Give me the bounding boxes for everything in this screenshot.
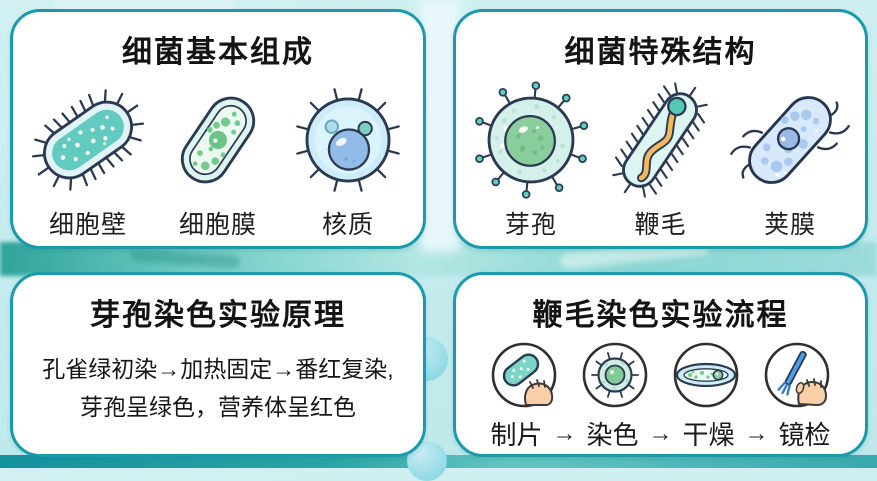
illustration-row	[13, 73, 423, 207]
flagellum-icon	[596, 74, 724, 206]
item-label: 荚膜	[764, 211, 817, 239]
step-label: 镜检	[778, 420, 831, 450]
step-arrow: →	[648, 419, 673, 447]
step-label: 干燥	[682, 420, 735, 450]
card-title: 细菌特殊结构	[564, 36, 757, 69]
item-label: 核质	[321, 211, 374, 239]
card-title: 鞭毛染色实验流程	[532, 299, 789, 332]
microscopy-icon	[764, 342, 830, 408]
card-title: 细菌基本组成	[122, 36, 314, 69]
process-steps-icons	[456, 340, 865, 410]
background-blurred-bacterium-decoration	[129, 248, 241, 269]
cell-membrane-bacterium-icon	[154, 74, 282, 206]
label-row: 细胞壁 细胞膜 核质	[13, 205, 423, 241]
step-label: 制片	[490, 420, 543, 450]
staining-icon	[582, 342, 648, 408]
spore-icon	[467, 74, 595, 206]
cell-wall-bacterium-icon	[24, 74, 152, 206]
item-label: 鞭毛	[634, 211, 687, 239]
card-basic-composition: 细菌基本组成	[10, 9, 426, 249]
process-steps-labels: 制片 → 染色 → 干燥 → 镜检	[456, 415, 865, 452]
step-label: 染色	[586, 420, 639, 450]
item-label: 细胞壁	[48, 211, 127, 239]
step-arrow: →	[552, 419, 577, 447]
label-row: 芽孢 鞭毛 荚膜	[456, 205, 865, 241]
principle-line-2: 芽孢呈绿色，营养体呈红色	[80, 394, 356, 420]
principle-body-text: 孔雀绿初染→加热固定→番红复染, 芽孢呈绿色，营养体呈红色	[13, 350, 423, 426]
item-label: 细胞膜	[178, 211, 257, 239]
capsule-bacterium-icon	[726, 74, 854, 206]
principle-line-1: 孔雀绿初染→加热固定→番红复染,	[42, 356, 394, 382]
nucleoid-cell-icon	[284, 74, 412, 206]
card-flagellum-staining-process: 鞭毛染色实验流程	[453, 272, 868, 457]
card-title: 芽孢染色实验原理	[90, 299, 346, 332]
card-spore-staining-principle: 芽孢染色实验原理 孔雀绿初染→加热固定→番红复染, 芽孢呈绿色，营养体呈红色	[10, 272, 426, 457]
card-special-structures: 细菌特殊结构	[453, 9, 868, 249]
step-arrow: →	[744, 419, 769, 447]
slide-preparation-icon	[491, 342, 557, 408]
illustration-row	[456, 73, 865, 207]
item-label: 芽孢	[504, 211, 557, 239]
drying-icon	[673, 342, 739, 408]
